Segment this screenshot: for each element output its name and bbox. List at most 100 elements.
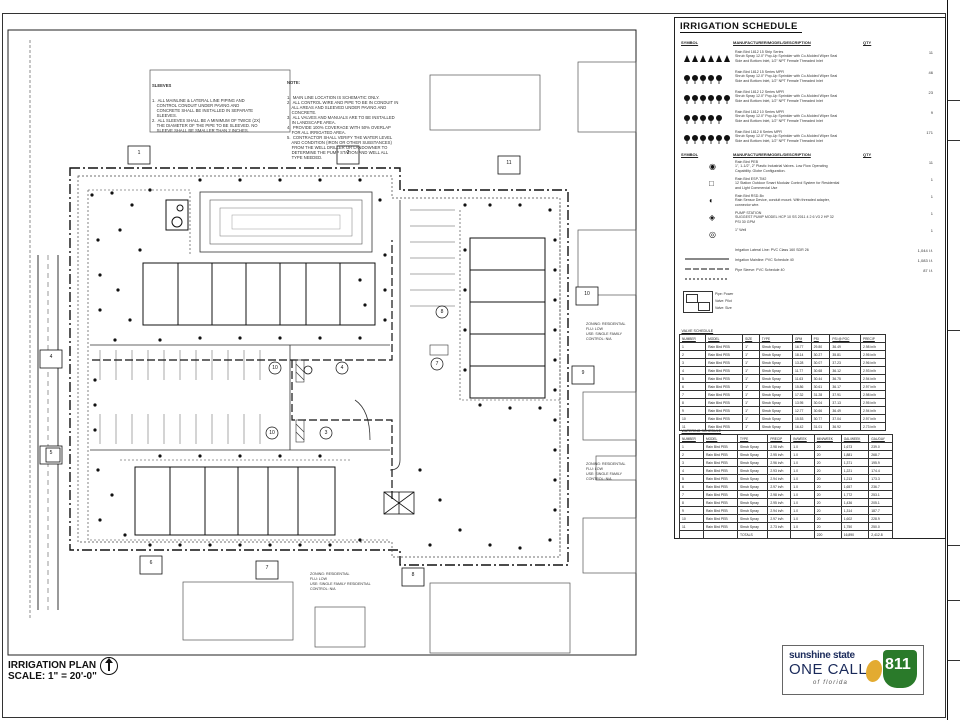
table-cell: 9 xyxy=(679,506,704,515)
table-cell: 1.0 xyxy=(790,466,815,475)
column-header: GAL/WEEK xyxy=(840,434,870,443)
spray-desc-header: MANUFACTURER/MODEL/DESCRIPTION xyxy=(733,40,811,45)
table-cell: 30.27 xyxy=(810,350,831,359)
table-cell: Shrub Spray xyxy=(758,414,793,423)
equipment-legend-row: ◐Rain Bird RSD-Bx Rain Sensor Device, co… xyxy=(679,194,941,216)
zone-tag: 2 xyxy=(346,150,350,156)
controller-icon: □ xyxy=(709,179,714,188)
table-cell: 2.98 in/h xyxy=(859,342,887,351)
table-cell: 2.97 in/h xyxy=(767,514,792,523)
pipe-legend-desc: Pipe Sleeve: PVC Schedule 40 xyxy=(735,268,785,272)
column-header: PSI @ POC xyxy=(829,334,861,343)
table-cell: 1,750 xyxy=(840,522,870,531)
column-header: NUMBER xyxy=(678,334,707,343)
pipe-legend-row: Irrigation Lateral Line: PVC Class 160 S… xyxy=(679,248,941,260)
table-cell: 3 xyxy=(678,358,707,367)
table-cell: 15.86 xyxy=(791,382,812,391)
table-cell: 1.0 xyxy=(790,458,815,467)
table-cell: Rain Bird PEB xyxy=(702,474,738,483)
pipe-size-callout-icon xyxy=(683,291,713,313)
table-cell: 2.98 in/h xyxy=(767,442,792,451)
spray-legend-desc: Rain Bird 1812 15 Series MPR Shrub Spray… xyxy=(735,70,838,83)
spray-legend-desc: Rain Bird 1812 12 Series MPR Shrub Spray… xyxy=(735,90,838,103)
table-cell: 1" xyxy=(742,350,760,359)
table-cell: TOTALS xyxy=(736,530,769,539)
table-cell: Rain Bird PEB xyxy=(702,506,738,515)
table-cell: 1,213 xyxy=(840,474,870,483)
logo-line-3: of florida xyxy=(813,680,849,686)
table-cell: 1.0 xyxy=(790,490,815,499)
table-cell: Rain Bird PEB xyxy=(705,382,744,391)
table-cell: 20 xyxy=(813,522,842,531)
equipment-legend-qty: 1 xyxy=(930,228,933,233)
table-cell: 2.97 in/h xyxy=(859,414,887,423)
table-cell: Rain Bird PEB xyxy=(702,442,738,451)
spray-head-icon xyxy=(683,92,743,106)
retention-pond-contour xyxy=(219,207,353,237)
table-cell: Rain Bird PEB xyxy=(705,366,744,375)
table-cell: 1.0 xyxy=(790,442,815,451)
column-header: MIN/WEEK xyxy=(813,434,842,443)
adjacent-parcels xyxy=(149,61,637,654)
column-header: GPM xyxy=(791,334,812,343)
watering-schedule-caption: WATERING SCHEDULE xyxy=(681,429,722,433)
column-header: TYPE xyxy=(736,434,769,443)
general-notes-title: NOTE: xyxy=(287,80,301,85)
table-cell: 2.93 in/h xyxy=(767,466,792,475)
table-cell: 29.80 xyxy=(810,342,831,351)
table-cell xyxy=(790,530,815,539)
plan-title-block: IRRIGATION PLAN SCALE: 1" = 20'-0" xyxy=(8,660,97,682)
table-cell: 205.1 xyxy=(868,498,893,507)
table-cell: Shrub Spray xyxy=(758,374,793,383)
pump-station-symbol xyxy=(165,199,189,231)
table-cell: 195.9 xyxy=(868,458,893,467)
table-cell: 36.12 xyxy=(829,366,861,375)
table-cell: 1,371 xyxy=(840,458,870,467)
table-cell: 6 xyxy=(678,382,707,391)
table-cell: 30.44 xyxy=(810,374,831,383)
pipe-line-icon xyxy=(683,270,743,284)
equipment-legend-qty: 11 xyxy=(928,160,933,165)
table-cell: Shrub Spray xyxy=(736,442,769,451)
valve-tag: 3 xyxy=(324,430,328,436)
table-cell: Shrub Spray xyxy=(758,358,793,367)
table-cell: 1,772 xyxy=(840,490,870,499)
table-cell: 2 xyxy=(679,450,704,459)
spray-qty-header: QTY xyxy=(863,40,872,45)
column-header: NUMBER xyxy=(679,434,704,443)
sleeve-notes: SLEEVES 1. ALL MAINLINE & LATERAL LINE P… xyxy=(152,73,260,143)
table-cell: 1.0 xyxy=(790,498,815,507)
spray-legend-qty: 9 xyxy=(930,110,933,115)
table-cell: 2.93 in/h xyxy=(859,366,887,375)
table-cell: 20 xyxy=(813,466,842,475)
logo-line-2: ONE CALL xyxy=(789,661,868,678)
spray-legend-desc: Rain Bird 1812 15 Strip Series Shrub Spr… xyxy=(735,50,838,63)
valve-tag: 10 xyxy=(272,365,278,371)
sprinkler-heads xyxy=(90,178,557,550)
table-cell: 1,314 xyxy=(840,506,870,515)
table-cell: Rain Bird PEB xyxy=(702,490,738,499)
table-cell: 3 xyxy=(679,458,704,467)
table-cell xyxy=(702,530,738,539)
table-cell: 2.94 in/h xyxy=(859,374,887,383)
table-cell: 30.66 xyxy=(810,406,831,415)
table-cell: Shrub Spray xyxy=(758,342,793,351)
sun-flower-icon xyxy=(866,660,882,682)
table-cell: 4 xyxy=(678,366,707,375)
table-cell: 2.97 in/h xyxy=(859,382,887,391)
table-cell: 2.97 in/h xyxy=(767,482,792,491)
table-cell: Shrub Spray xyxy=(758,398,793,407)
table-cell: Rain Bird PEB xyxy=(705,390,744,399)
table-cell: 2.95 in/h xyxy=(859,398,887,407)
table-cell: Shrub Spray xyxy=(736,490,769,499)
table-cell: Shrub Spray xyxy=(736,498,769,507)
table-cell: Shrub Spray xyxy=(736,474,769,483)
